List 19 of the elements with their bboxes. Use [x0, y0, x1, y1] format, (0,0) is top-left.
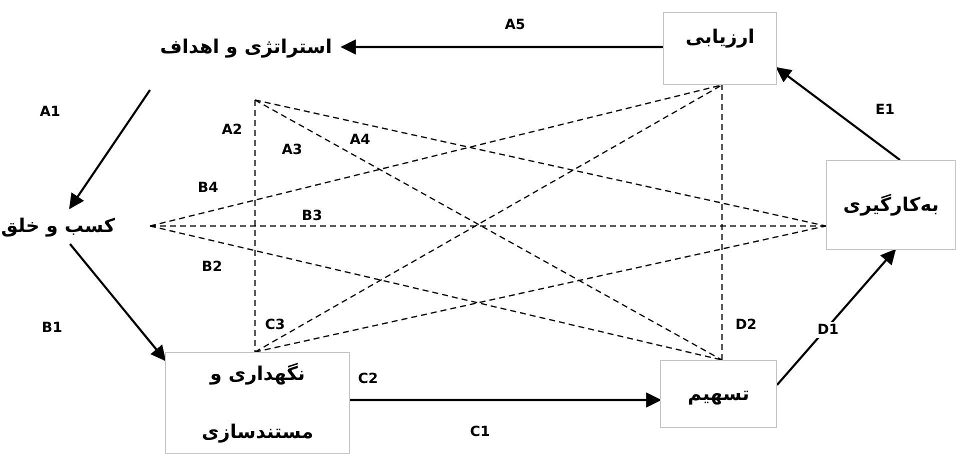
arrow [776, 248, 896, 386]
arrow [69, 243, 166, 362]
dashed-line [150, 225, 722, 361]
dashed-line [254, 99, 826, 227]
dashed-line [254, 225, 826, 353]
process-box: به‌کارگیری [826, 160, 956, 250]
process-box: ارزیابی [663, 12, 777, 85]
process-box: نگهداری و مستندسازی [165, 352, 350, 454]
arrow [340, 39, 663, 55]
edge-label: D1 [815, 322, 841, 338]
arrow [350, 392, 662, 408]
arrow [776, 67, 901, 161]
process-box: تسهیم [660, 360, 777, 428]
node-label: استراتژی و اهداف [150, 30, 342, 100]
dashed-line [150, 225, 826, 227]
dashed-line [721, 85, 723, 360]
node-label: کسب و خلق [0, 208, 150, 244]
dashed-line [254, 100, 256, 352]
arrow [69, 89, 151, 210]
